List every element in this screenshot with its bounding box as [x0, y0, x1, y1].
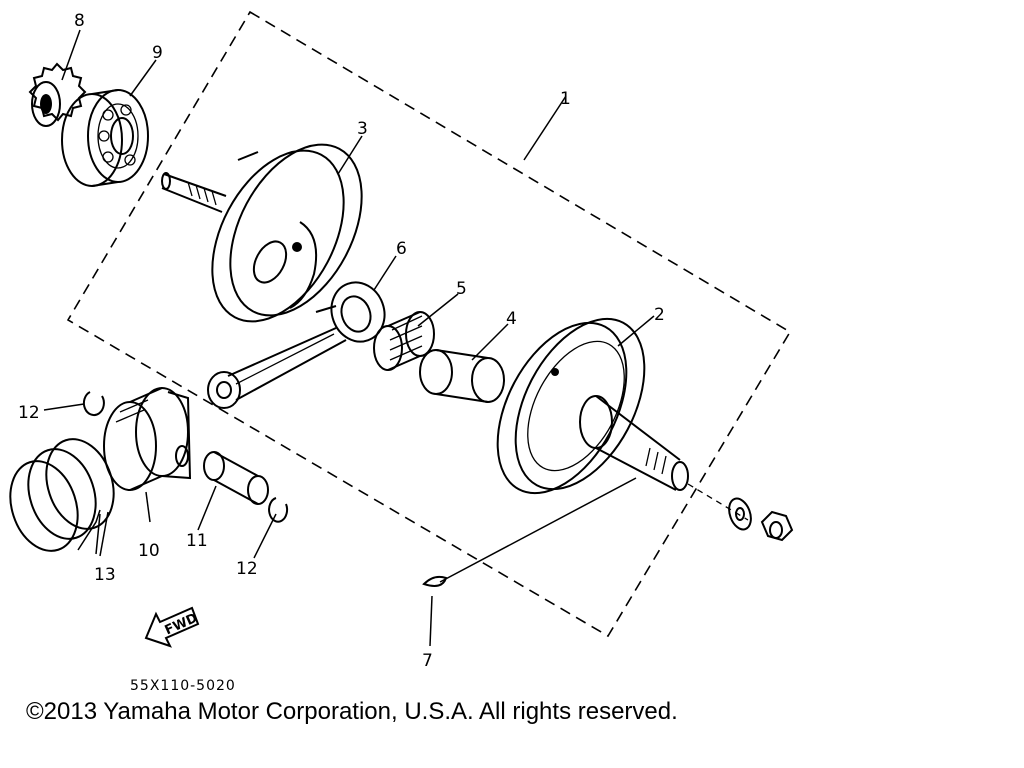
- callout-10: 10: [138, 541, 160, 561]
- crankshaft-assembly-boundary: [66, 10, 792, 638]
- leader-lines: [43, 29, 655, 647]
- part-8-sprocket-gear: [28, 62, 87, 127]
- copyright-notice: ©2013 Yamaha Motor Corporation, U.S.A. A…: [26, 698, 678, 725]
- part-12-circlip-upper: [82, 391, 105, 417]
- part-3-left-crankshaft-half: [161, 143, 363, 323]
- callout-6: 6: [396, 239, 407, 259]
- callout-8: 8: [74, 11, 85, 31]
- callout-1: 1: [560, 89, 571, 109]
- callout-12-upper: 12: [18, 403, 40, 423]
- fwd-label: FWD: [163, 611, 200, 639]
- part-13-piston-rings: [9, 438, 115, 552]
- forward-direction-arrow: FWD: [144, 606, 200, 648]
- callout-2: 2: [654, 305, 665, 325]
- callout-4: 4: [506, 309, 517, 329]
- callout-13: 13: [94, 565, 116, 585]
- part-12-circlip-lower: [268, 497, 289, 523]
- part-5-needle-bearing: [373, 311, 435, 371]
- callout-9: 9: [152, 43, 163, 63]
- part-7-woodruff-key: [422, 575, 448, 587]
- part-4-crank-pin: [419, 349, 505, 403]
- part-9-bearing: [61, 89, 149, 187]
- part-10-piston: [103, 387, 192, 491]
- drawing-code: 55X110-5020: [130, 678, 236, 694]
- callout-7: 7: [422, 651, 433, 671]
- part-2-right-crankshaft-half: [496, 317, 689, 495]
- callout-11: 11: [186, 531, 208, 551]
- shaft-center-line: [687, 483, 749, 521]
- callout-5: 5: [456, 279, 467, 299]
- washer-and-nut: [728, 497, 794, 542]
- callout-12-lower: 12: [236, 559, 258, 579]
- part-6-connecting-rod: [207, 281, 386, 409]
- part-11-piston-pin: [203, 451, 269, 505]
- callout-3: 3: [357, 119, 368, 139]
